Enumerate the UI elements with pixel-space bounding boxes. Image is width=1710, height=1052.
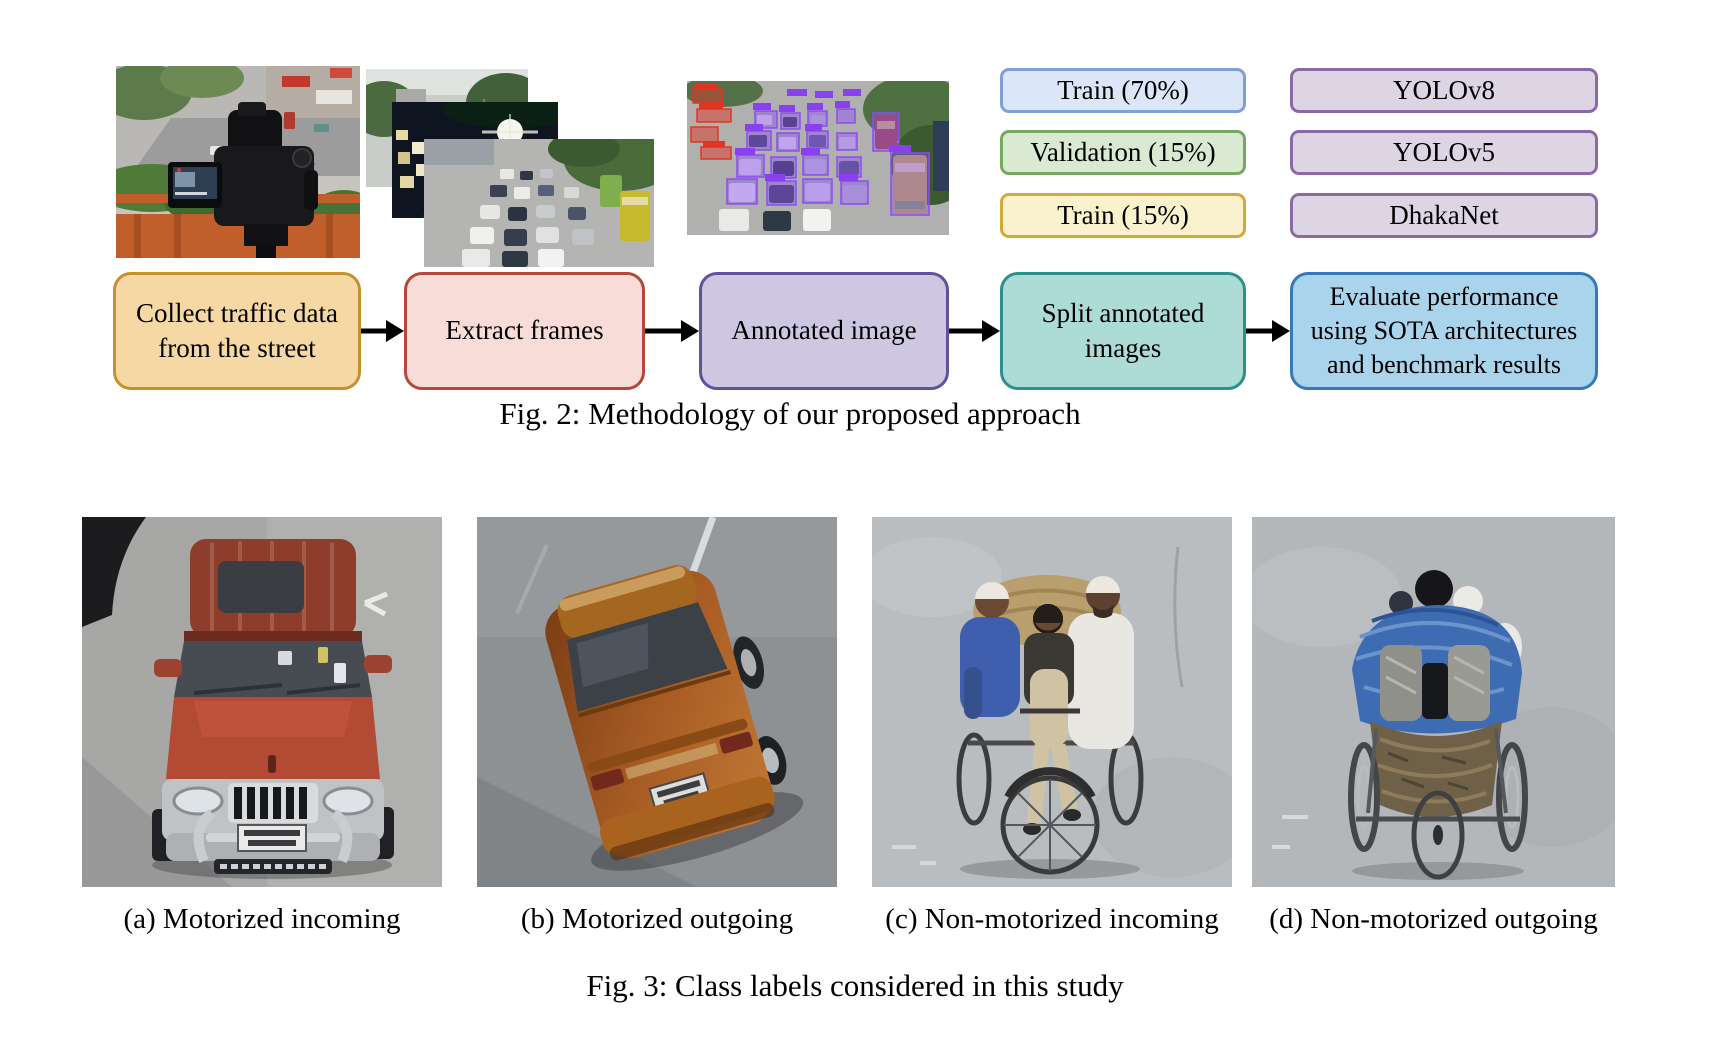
split-label-train-15: Train (15%)	[1000, 193, 1246, 238]
step-annotated-image: Annotated image	[699, 272, 949, 390]
seatback-right	[1448, 645, 1490, 721]
frame-photo-traffic-jam	[424, 139, 654, 267]
class-caption-b: (b) Motorized outgoing	[520, 903, 794, 935]
lane-mark	[363, 591, 388, 617]
non-motorized-outgoing-photo	[1252, 517, 1615, 887]
non-motorized-incoming-photo	[872, 517, 1232, 887]
suv-right-mirror	[364, 655, 392, 673]
red-suv-illustration	[82, 517, 442, 887]
step-split-annotated-images: Split annotated images	[1000, 272, 1246, 390]
rear-center-wheel	[1411, 790, 1465, 880]
camera-body	[168, 102, 318, 258]
tail-light-left	[590, 768, 625, 791]
figure2-caption: Fig. 2: Methodology of our proposed appr…	[499, 396, 1081, 431]
purple-annotation-tags	[735, 89, 911, 181]
split-label-validation-15: Validation (15%)	[1000, 130, 1246, 175]
rickshaw-front-illustration	[872, 517, 1232, 887]
motorized-incoming-photo	[82, 517, 442, 887]
split-label-train-70: Train (70%)	[1000, 68, 1246, 113]
passenger-head-left	[1389, 591, 1413, 615]
step-collect-traffic-data: Collect traffic data from the street	[113, 272, 361, 390]
road-crack	[1173, 546, 1184, 688]
left-wheel	[1348, 742, 1380, 852]
annotated-traffic-illustration	[687, 81, 949, 235]
spoiler	[587, 718, 748, 773]
bull-bar	[193, 808, 353, 864]
right-passenger	[1068, 576, 1134, 749]
class-caption-c: (c) Non-motorized incoming	[885, 903, 1219, 935]
model-label-yolov5: YOLOv5	[1290, 130, 1598, 175]
rickshaw-rear-illustration	[1252, 517, 1615, 887]
front-wheel	[1000, 775, 1100, 875]
model-label-dhakanet: DhakaNet	[1290, 193, 1598, 238]
camera-setup-illustration	[116, 66, 360, 258]
rear-bumper	[599, 776, 775, 855]
suv	[152, 539, 394, 879]
left-passenger	[960, 582, 1020, 719]
traffic-jam-illustration	[424, 139, 654, 267]
license-plate	[237, 824, 307, 852]
rickshaw-rear	[1348, 570, 1528, 880]
brown-sedan-illustration	[477, 517, 837, 887]
front-fender	[1004, 767, 1096, 799]
adjacent-car-fragment	[82, 517, 146, 627]
class-caption-a: (a) Motorized incoming	[123, 903, 401, 935]
flow-arrow-1	[361, 318, 404, 349]
figure3-caption: Fig. 3: Class labels considered in this …	[586, 968, 1124, 1003]
step-extract-frames: Extract frames	[404, 272, 645, 390]
class-caption-d: (d) Non-motorized outgoing	[1269, 903, 1598, 935]
flow-arrow-2	[645, 318, 699, 349]
flow-arrow-4	[1246, 318, 1290, 349]
sedan	[545, 565, 804, 871]
seatback-left	[1380, 645, 1422, 721]
model-label-yolov8: YOLOv8	[1290, 68, 1598, 113]
tail-light-right	[719, 731, 753, 754]
left-wheel	[956, 732, 992, 826]
annotated-image-photo	[687, 81, 949, 235]
camera-setup-photo	[116, 66, 360, 258]
rickshaw-and-riders	[956, 575, 1144, 879]
motorized-outgoing-photo	[477, 517, 837, 887]
step-evaluate-performance: Evaluate performance using SOTA architec…	[1290, 272, 1598, 390]
right-wheel	[1496, 742, 1528, 852]
suv-left-mirror	[154, 659, 182, 677]
sunroof	[218, 561, 304, 613]
passenger-head-center	[1415, 570, 1453, 608]
flow-arrow-3	[949, 318, 1000, 349]
red-annotation-tags	[695, 83, 725, 147]
